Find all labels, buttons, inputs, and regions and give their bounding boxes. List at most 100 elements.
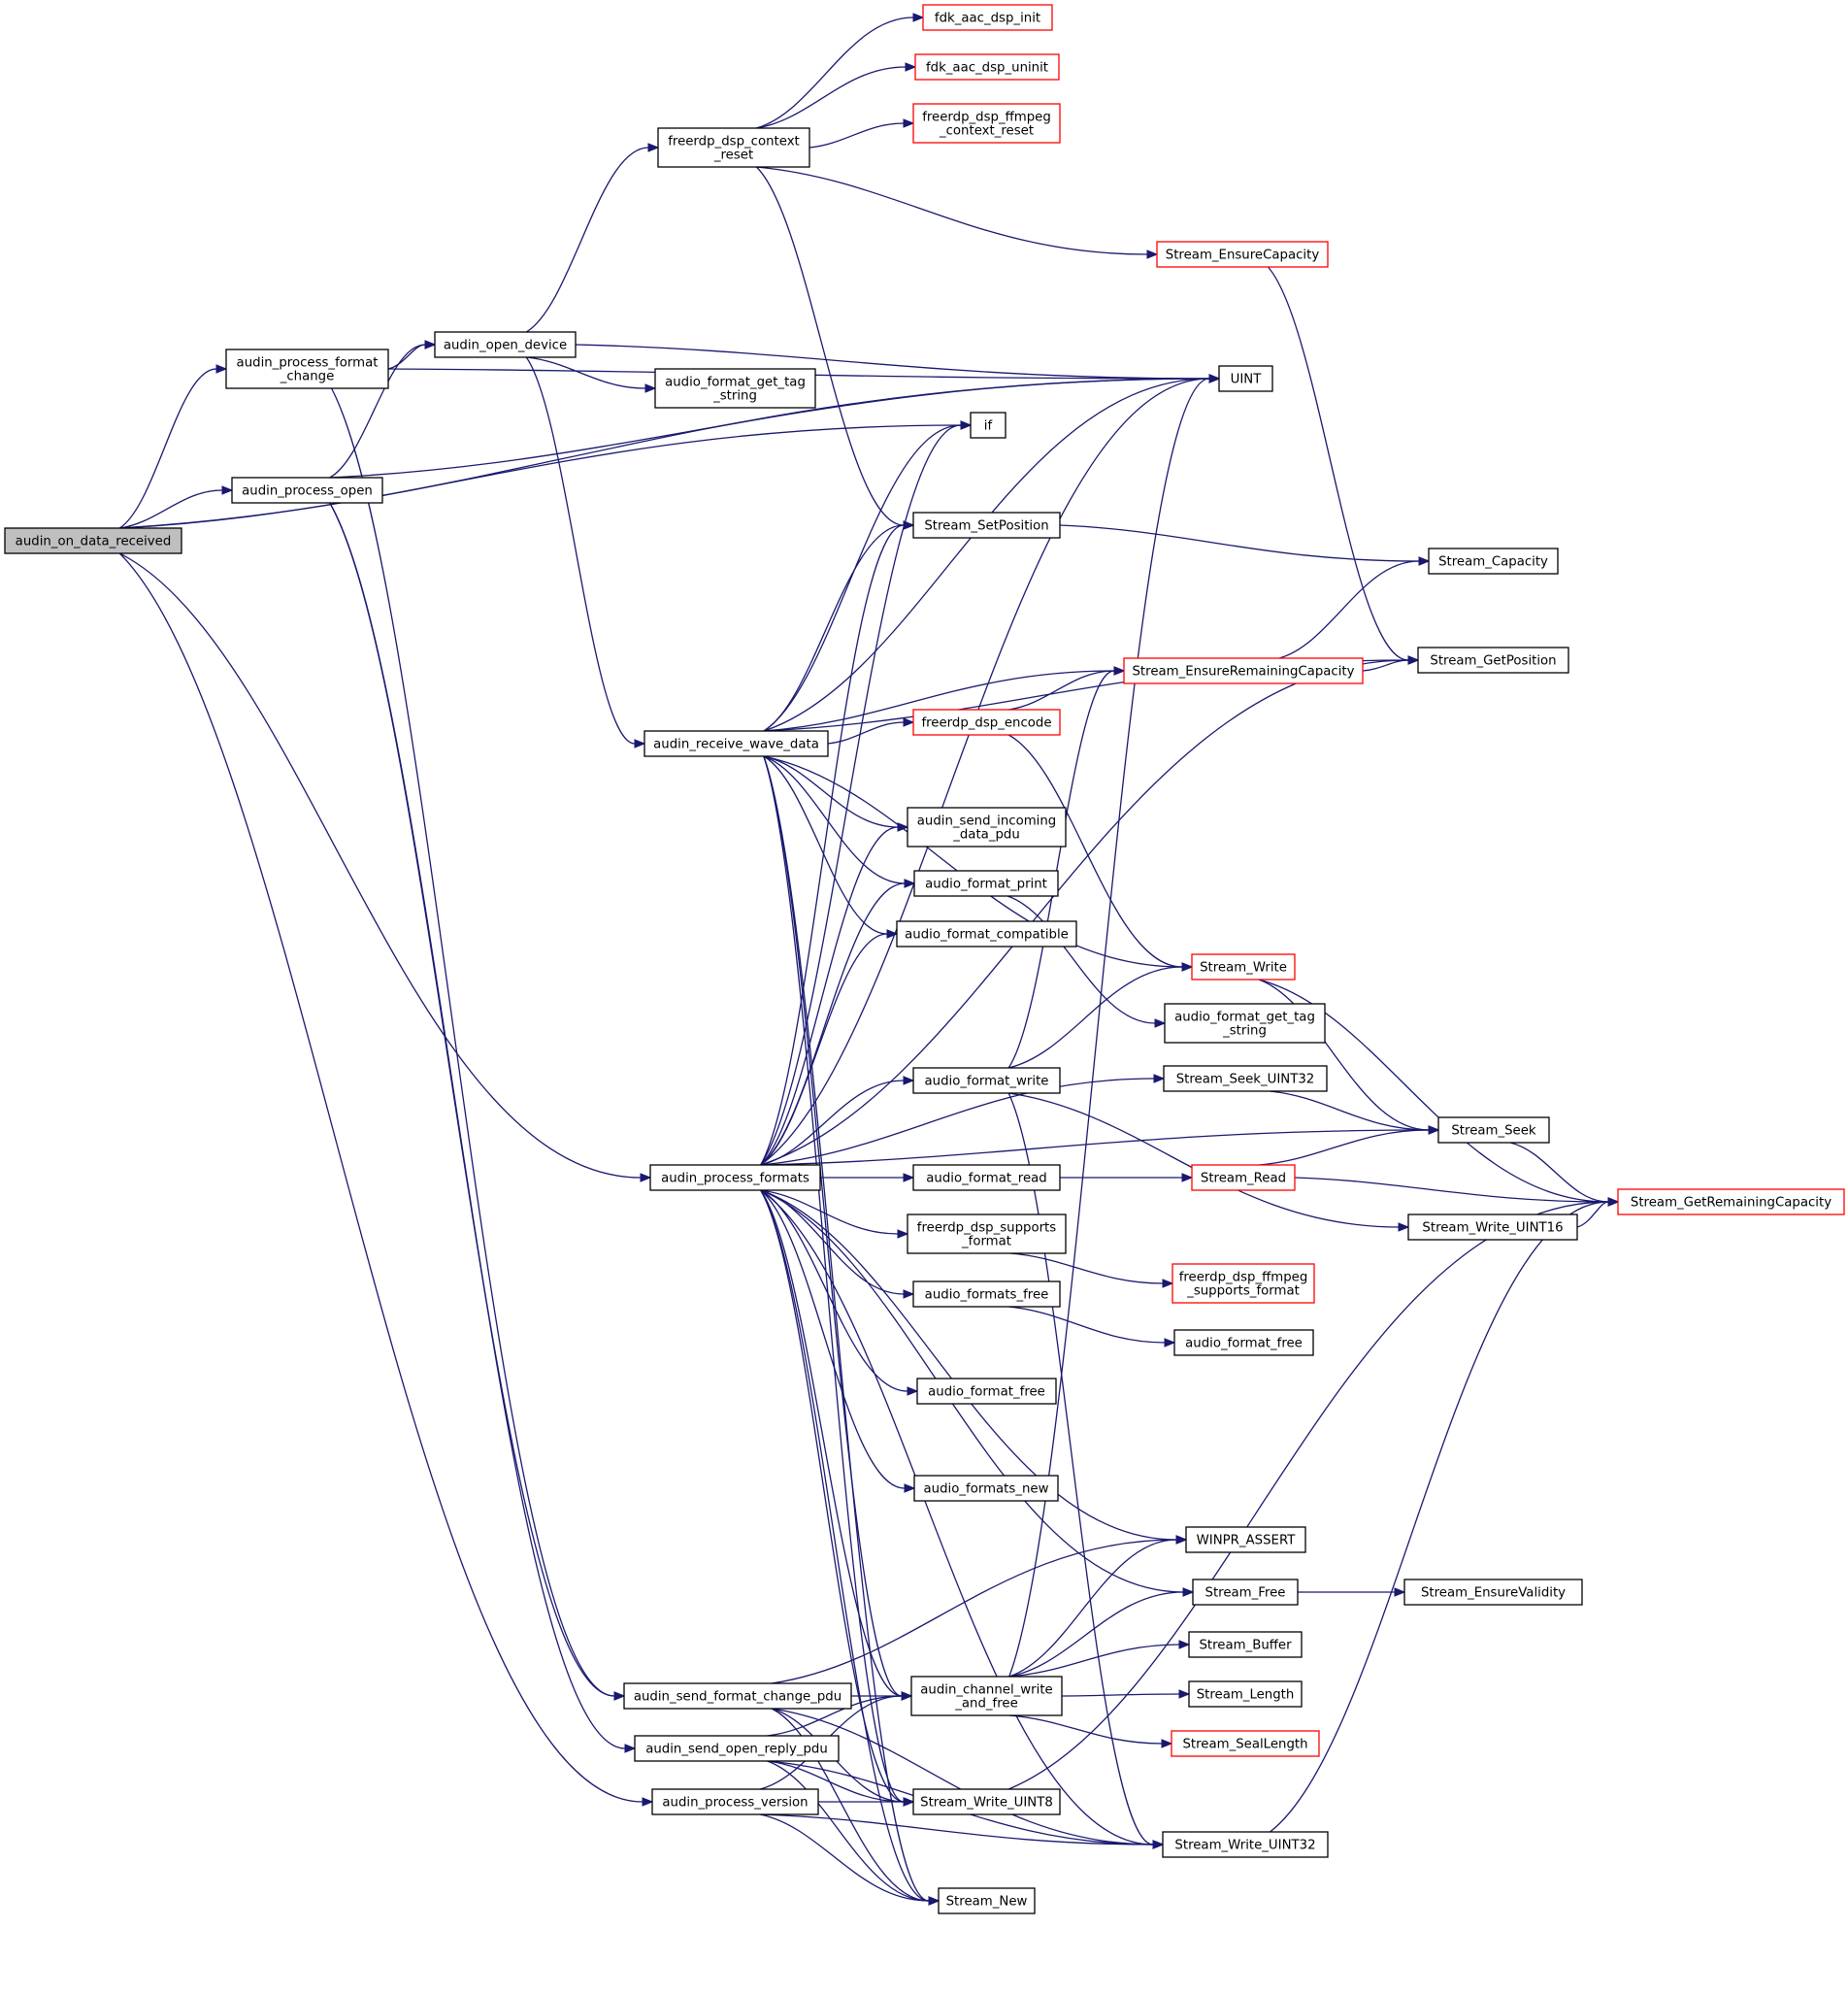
node-ffreset[interactable]: freerdp_dsp_ffmpeg_context_reset — [912, 103, 1061, 144]
edge-line — [760, 378, 1210, 1166]
node-uint[interactable]: UINT — [1218, 365, 1273, 392]
node-fmtsfree[interactable]: audio_formats_free — [912, 1280, 1061, 1308]
node-label: Stream_Buffer — [1199, 1639, 1292, 1653]
edge-dspreset-to-ffreset — [808, 118, 915, 149]
node-opendev[interactable]: audin_open_device — [434, 331, 577, 358]
edge-line — [755, 166, 905, 526]
node-box — [4, 527, 182, 554]
node-label: audin_receive_wave_data — [653, 738, 819, 752]
node-layer: audin_on_data_received audin_process_form… — [4, 4, 1845, 1914]
arrow-head-icon — [903, 1797, 915, 1807]
node-sseek[interactable]: Stream_Seek — [1437, 1116, 1550, 1144]
node-slength[interactable]: Stream_Length — [1188, 1680, 1303, 1708]
node-seek32[interactable]: Stream_Seek_UINT32 — [1163, 1065, 1328, 1092]
node-sensval[interactable]: Stream_EnsureValidity — [1403, 1579, 1583, 1606]
node-sseal[interactable]: Stream_SealLength — [1171, 1730, 1320, 1757]
node-fmtfree1[interactable]: audio_format_free — [916, 1378, 1057, 1405]
node-pformats[interactable]: audin_process_formats — [649, 1164, 821, 1191]
arrow-head-icon — [1418, 556, 1431, 566]
edge-line — [118, 368, 217, 529]
node-fmtsnew[interactable]: audio_formats_new — [913, 1475, 1059, 1502]
arrow-head-icon — [960, 420, 973, 430]
edge-line — [1509, 1142, 1609, 1203]
node-box — [912, 1067, 1061, 1094]
arrow-head-icon — [1162, 1279, 1174, 1288]
edge-line — [760, 1189, 1184, 1593]
node-ifn[interactable]: if — [970, 412, 1006, 439]
arrow-head-icon — [1153, 1074, 1166, 1083]
node-sendfc[interactable]: audin_send_format_change_pdu — [623, 1682, 852, 1710]
node-ffsupp[interactable]: freerdp_dsp_ffmpeg_supports_format — [1172, 1263, 1315, 1304]
node-pfc[interactable]: audin_process_format_change — [225, 349, 389, 389]
node-fdkinit[interactable]: fdk_aac_dsp_init — [922, 4, 1053, 31]
node-label: Stream_Write_UINT16 — [1422, 1221, 1563, 1236]
edge-pformats-to-ifn — [760, 420, 973, 1166]
edge-line — [760, 882, 906, 1166]
edge-line — [387, 344, 426, 370]
node-sgetpos[interactable]: Stream_GetPosition — [1417, 647, 1569, 674]
edge-pformats-to-fmtcompat — [760, 929, 899, 1166]
node-scap[interactable]: Stream_Capacity — [1428, 548, 1559, 575]
node-box — [1172, 1263, 1315, 1304]
edge-line — [1008, 1644, 1180, 1678]
node-label: audin_process_version — [662, 1796, 808, 1811]
node-box — [651, 1788, 819, 1815]
node-sendinc[interactable]: audin_send_incoming_data_pdu — [907, 807, 1067, 848]
edge-line — [1270, 1090, 1430, 1131]
node-pversion[interactable]: audin_process_version — [651, 1788, 819, 1815]
node-popen[interactable]: audin_process_open — [231, 477, 383, 504]
node-label: audio_format_free — [928, 1385, 1045, 1400]
node-wuint8[interactable]: Stream_Write_UINT8 — [912, 1788, 1061, 1815]
node-label: audio_format_print — [925, 878, 1047, 892]
node-label: audio_format_compatible — [905, 928, 1069, 943]
edge-line — [575, 344, 1210, 380]
node-fmtprint[interactable]: audio_format_print — [913, 870, 1059, 897]
node-label: Stream_Free — [1205, 1586, 1286, 1601]
arrow-head-icon — [897, 1229, 909, 1239]
edge-line — [772, 1539, 1177, 1684]
node-sfree[interactable]: Stream_Free — [1192, 1579, 1299, 1606]
edge-sendfc-to-wuint32 — [772, 1708, 1165, 1849]
edge-dspencode-to-ensurerem — [1008, 666, 1126, 711]
edge-line — [760, 1078, 1155, 1166]
node-label: freerdp_dsp_ffmpeg — [922, 111, 1051, 125]
node-box — [1192, 1579, 1299, 1606]
node-setpos[interactable]: Stream_SetPosition — [912, 512, 1061, 539]
edge-pformats-to-fmtsfree — [760, 1189, 915, 1299]
edge-line — [760, 424, 962, 1166]
node-fmtcompat[interactable]: audio_format_compatible — [896, 920, 1077, 948]
node-root[interactable]: audin_on_data_received — [4, 527, 182, 554]
node-fmtread[interactable]: audio_format_read — [912, 1164, 1061, 1191]
edge-wuint32-to-sgetrem — [1270, 1197, 1620, 1833]
edge-chwrite-to-sbuffer — [1008, 1640, 1191, 1678]
node-box — [912, 1280, 1061, 1308]
node-wuint32[interactable]: Stream_Write_UINT32 — [1162, 1831, 1329, 1858]
edge-line — [119, 489, 223, 529]
node-box — [912, 103, 1061, 144]
node-sgetrem[interactable]: Stream_GetRemainingCapacity — [1617, 1188, 1845, 1215]
edge-popen-to-sendfc — [329, 502, 626, 1701]
node-ensurerem[interactable]: Stream_EnsureRemainingCapacity — [1123, 657, 1364, 684]
node-gettag2[interactable]: audio_format_get_tag_string — [1164, 1003, 1326, 1044]
edge-chwrite-to-sseal — [1008, 1714, 1173, 1748]
node-dspsupp[interactable]: freerdp_dsp_supports_format — [907, 1214, 1067, 1254]
node-fdkuninit[interactable]: fdk_aac_dsp_uninit — [914, 53, 1060, 81]
node-fmtwrite[interactable]: audio_format_write — [912, 1067, 1061, 1094]
arrow-head-icon — [903, 118, 915, 128]
node-chwrite[interactable]: audin_channel_write_and_free — [910, 1676, 1063, 1716]
node-recvwave[interactable]: audin_receive_wave_data — [644, 730, 829, 757]
node-dspencode[interactable]: freerdp_dsp_encode — [912, 709, 1061, 736]
node-dspreset[interactable]: freerdp_dsp_context_reset — [657, 127, 810, 168]
edge-opendev-to-recvwave — [525, 356, 646, 748]
node-sbuffer[interactable]: Stream_Buffer — [1188, 1631, 1303, 1658]
node-sendopen[interactable]: audin_send_open_reply_pdu — [634, 1735, 840, 1762]
node-fmtfree2[interactable]: audio_format_free — [1173, 1329, 1314, 1356]
node-gettag1[interactable]: audio_format_get_tag_string — [654, 368, 816, 409]
node-label: fdk_aac_dsp_uninit — [926, 61, 1048, 76]
node-snew[interactable]: Stream_New — [938, 1887, 1036, 1914]
node-ensurecap[interactable]: Stream_EnsureCapacity — [1156, 241, 1329, 268]
node-wuint16[interactable]: Stream_Write_UINT16 — [1407, 1214, 1578, 1241]
node-winpr[interactable]: WINPR_ASSERT — [1185, 1526, 1306, 1553]
node-swrite[interactable]: Stream_Write — [1191, 953, 1296, 981]
node-sread[interactable]: Stream_Read — [1191, 1164, 1296, 1191]
